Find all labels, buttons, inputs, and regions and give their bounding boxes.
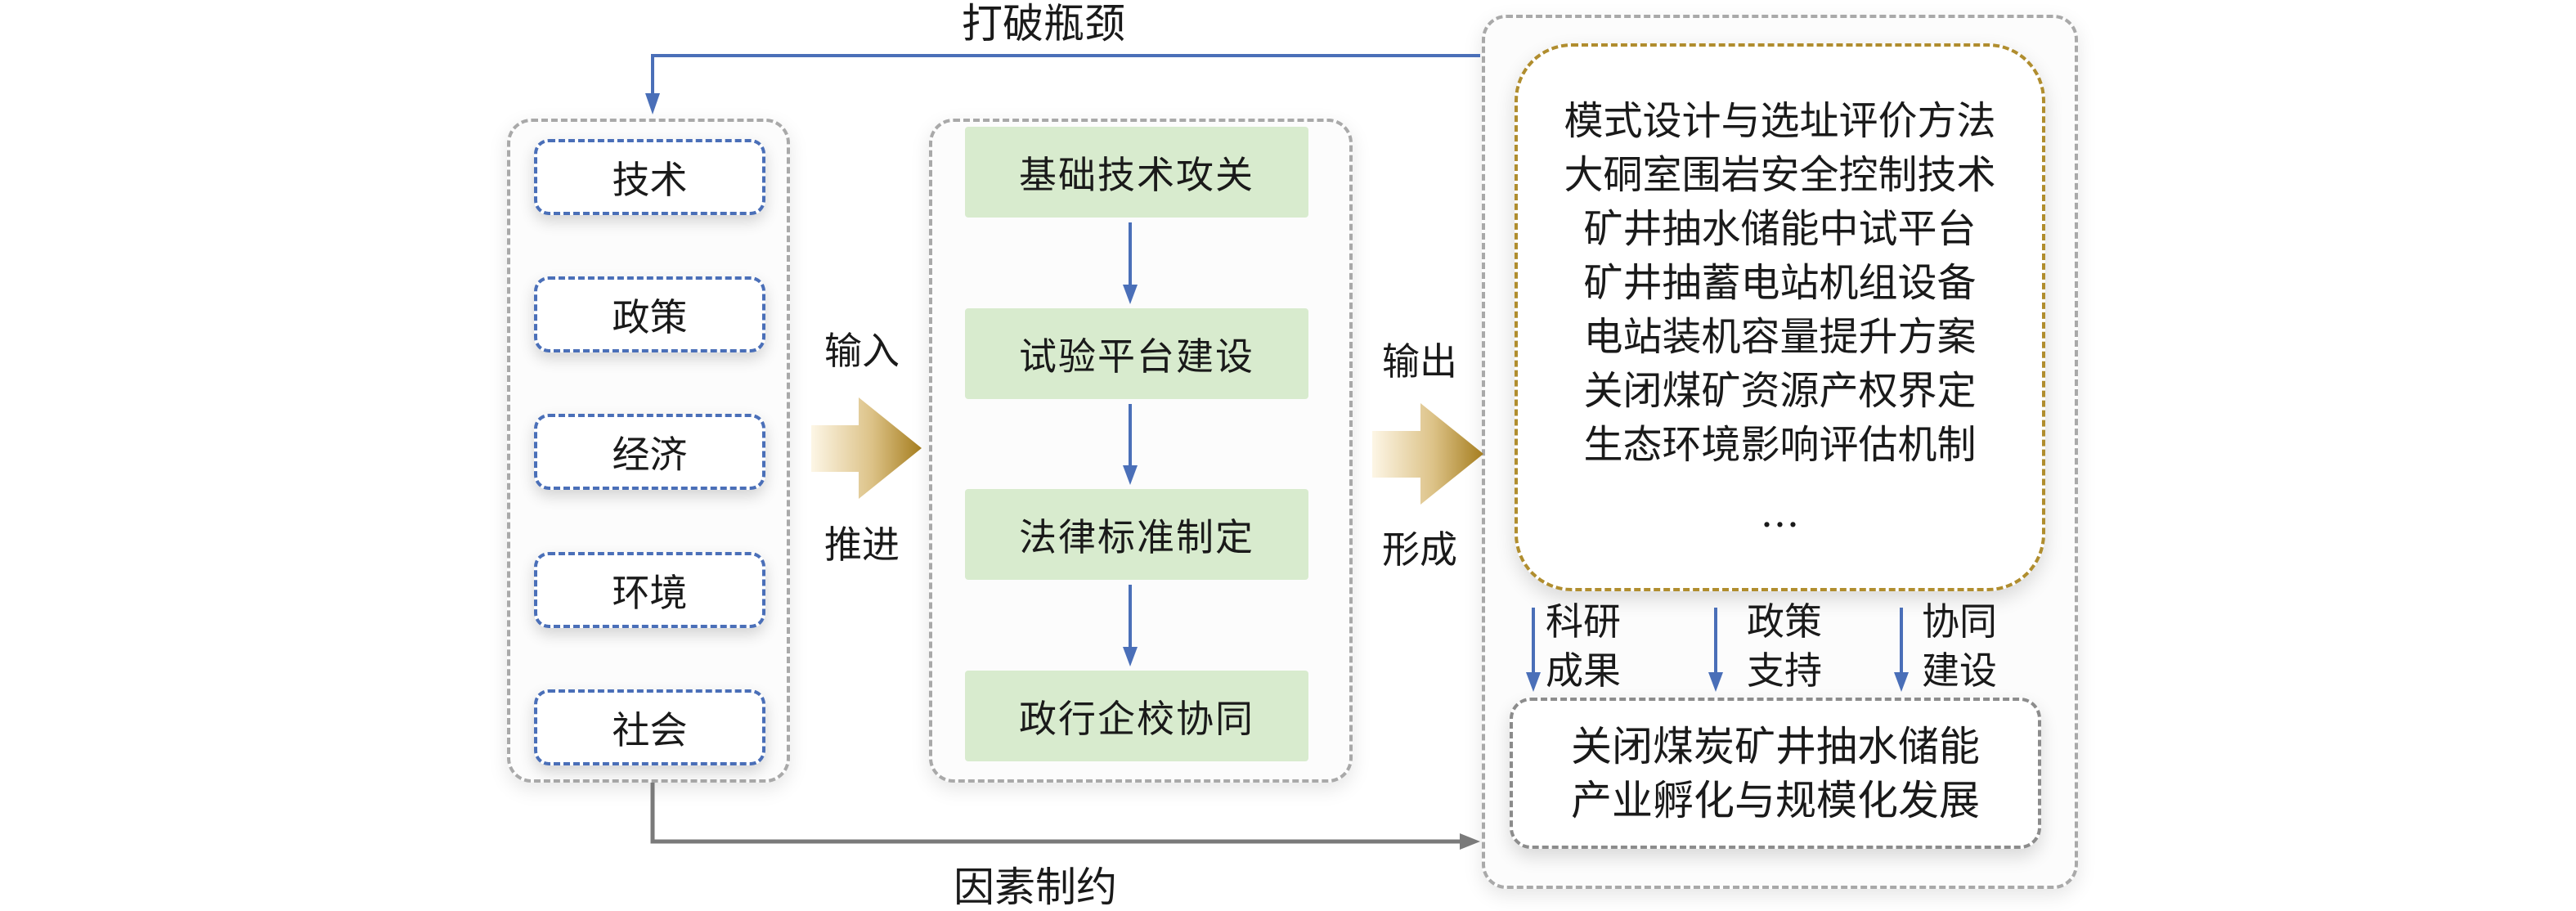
input-label: 输入 (824, 329, 900, 373)
support-label-line: 成果 (1546, 648, 1621, 693)
support-label-line: 政策 (1747, 599, 1822, 644)
step-arrow (1123, 222, 1138, 304)
input-arrow-icon (811, 397, 922, 499)
step-collaboration: 政行企校协同 (965, 671, 1308, 761)
output-label: 输出 (1382, 339, 1457, 384)
factor-environment: 环境 (534, 552, 765, 628)
outcome-line: 电站装机容量提升方案 (1583, 314, 1977, 360)
step-label: 政行企校协同 (1019, 696, 1254, 741)
step-legal-standards: 法律标准制定 (965, 489, 1308, 580)
break-bottleneck-label: 打破瓶颈 (962, 0, 1125, 47)
step-arrow (1123, 585, 1138, 666)
constraint-arrowhead (1460, 833, 1480, 850)
support-label-policy: 政策 支持 (1747, 597, 1829, 695)
output-arrow-icon (1372, 403, 1483, 505)
factor-label: 经济 (612, 432, 688, 477)
feedback-line (651, 54, 1480, 98)
outcomes-box: 模式设计与选址评价方法 大硐室围岩安全控制技术 矿井抽水储能中试平台 矿井抽蓄电… (1515, 43, 2045, 591)
factor-label: 技术 (612, 157, 688, 202)
factor-label: 政策 (612, 294, 688, 339)
outcome-line: 矿井抽水储能中试平台 (1583, 206, 1977, 252)
support-arrow (1894, 608, 1909, 692)
support-arrow (1708, 608, 1723, 692)
support-label-collab: 协同 建设 (1922, 597, 2004, 695)
step-label: 基础技术攻关 (1019, 152, 1254, 197)
outcome-line: 生态环境影响评估机制 (1583, 422, 1977, 468)
result-box: 关闭煤炭矿井抽水储能 产业孵化与规模化发展 (1510, 698, 2041, 849)
outcome-line: 矿井抽蓄电站机组设备 (1583, 260, 1977, 306)
support-label-line: 科研 (1546, 599, 1621, 644)
step-label: 法律标准制定 (1019, 514, 1254, 559)
result-line: 关闭煤炭矿井抽水储能 (1571, 722, 1980, 770)
outcome-ellipsis: … (1760, 491, 1800, 536)
constraint-line (650, 783, 1464, 844)
step-label: 试验平台建设 (1019, 334, 1254, 379)
support-label-research: 科研 成果 (1546, 597, 1627, 695)
factor-policy: 政策 (534, 276, 765, 352)
support-label-line: 协同 (1922, 599, 1997, 644)
support-arrow (1526, 608, 1541, 692)
feedback-arrowhead (645, 93, 660, 114)
support-label-line: 建设 (1922, 648, 1997, 693)
advance-label: 推进 (824, 523, 900, 567)
outcome-line: 关闭煤矿资源产权界定 (1583, 368, 1977, 414)
factor-technology: 技术 (534, 139, 765, 215)
result-line: 产业孵化与规模化发展 (1571, 776, 1980, 824)
form-label: 形成 (1382, 527, 1457, 572)
step-basic-tech-research: 基础技术攻关 (965, 127, 1308, 218)
factor-society: 社会 (534, 689, 765, 765)
outcome-line: 模式设计与选址评价方法 (1564, 98, 1996, 144)
factor-label: 社会 (612, 707, 688, 752)
step-arrow (1123, 404, 1138, 485)
factor-constraint-label: 因素制约 (954, 864, 1117, 911)
factor-economy: 经济 (534, 414, 765, 490)
step-test-platform: 试验平台建设 (965, 308, 1308, 399)
outcome-line: 大硐室围岩安全控制技术 (1564, 152, 1996, 198)
factor-label: 环境 (612, 570, 688, 615)
support-label-line: 支持 (1747, 648, 1822, 693)
